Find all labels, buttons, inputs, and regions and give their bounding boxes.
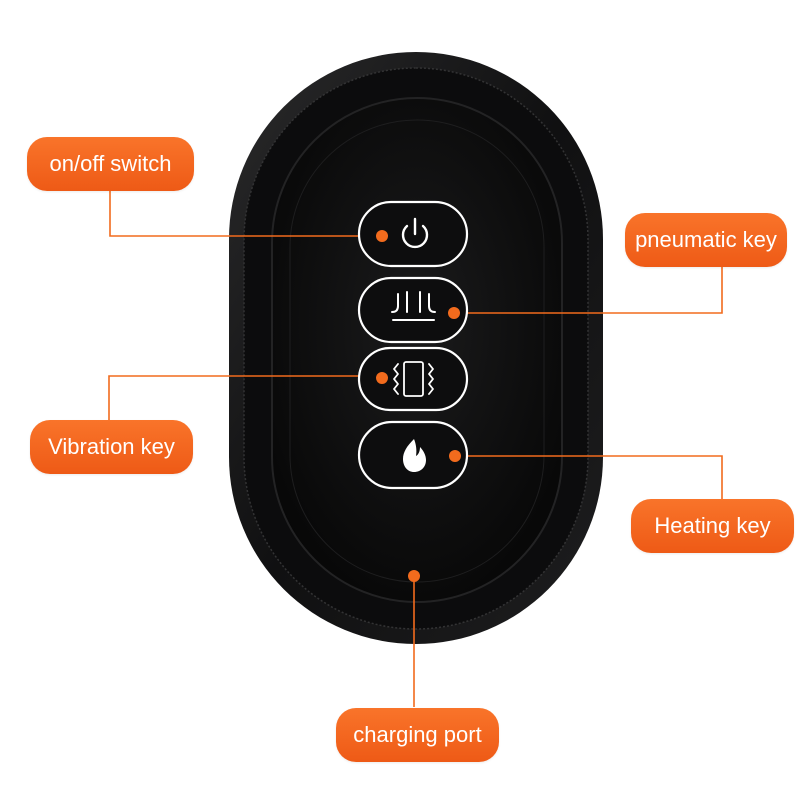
heating-button[interactable] (357, 420, 469, 490)
marker-vibration (376, 372, 388, 384)
vibration-button[interactable] (357, 346, 469, 412)
pneumatic-icon (391, 291, 436, 321)
leader-pneumatic (454, 267, 723, 314)
marker-charging (408, 570, 420, 582)
marker-heating (449, 450, 461, 462)
leader-power (109, 190, 382, 237)
leader-vibration (108, 375, 382, 421)
pneumatic-button[interactable] (357, 276, 469, 344)
on-off-switch-label: on/off switch (27, 137, 194, 191)
flame-icon (403, 439, 426, 472)
charging-port-label: charging port (336, 708, 499, 762)
leader-lines (108, 190, 723, 707)
pneumatic-key-label: pneumatic key (625, 213, 787, 267)
vibration-icon (393, 361, 434, 397)
vibration-key-label: Vibration key (30, 420, 193, 474)
marker-dots (376, 230, 461, 582)
leader-heating (455, 455, 723, 500)
heating-key-label: Heating key (631, 499, 794, 553)
power-button[interactable] (357, 200, 469, 268)
power-icon (401, 217, 429, 249)
marker-pneumatic (448, 307, 460, 319)
marker-power (376, 230, 388, 242)
